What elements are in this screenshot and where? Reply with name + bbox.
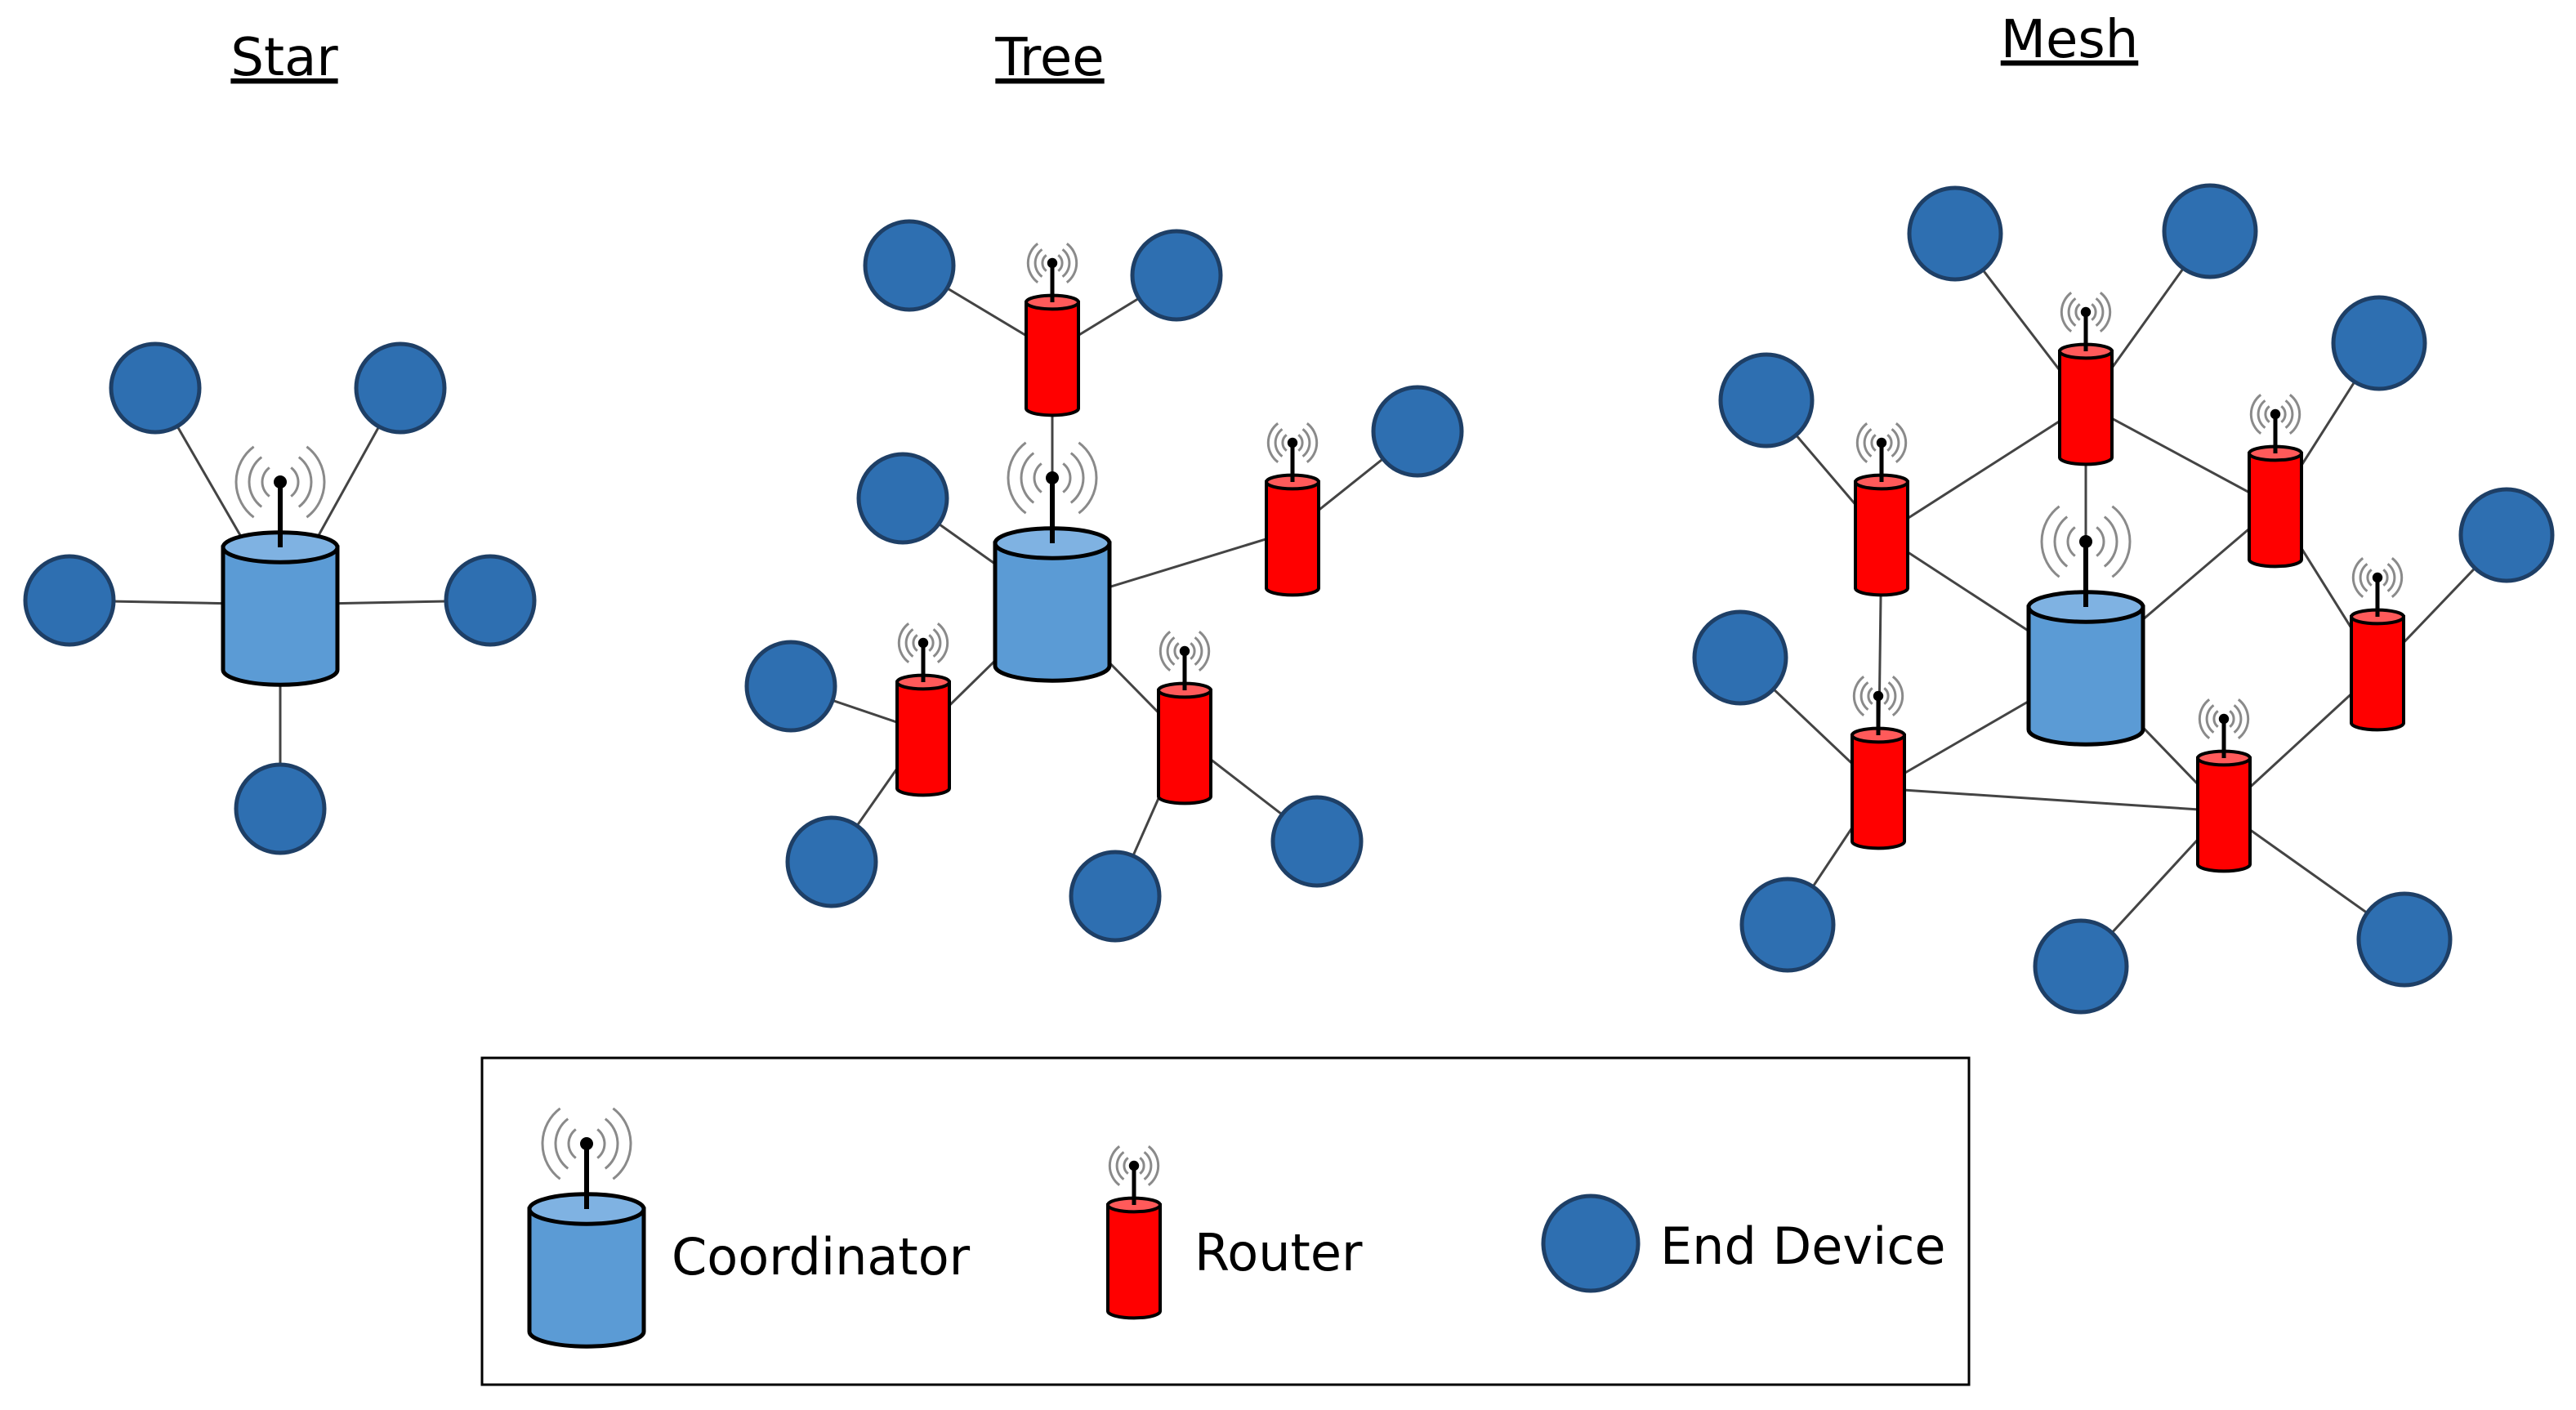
mesh-end-device-icon (2162, 183, 2258, 279)
tree-end-device-icon (1130, 229, 1223, 322)
mesh-end-device-icon (1739, 877, 1836, 973)
mesh-end-device-icon (1718, 352, 1815, 448)
mesh-end-device-icon (2033, 918, 2129, 1015)
tree-coordinator-icon (993, 441, 1112, 683)
mesh-router-icon (2196, 698, 2252, 873)
connection-line (1881, 403, 2087, 537)
mesh-title: Mesh (2001, 10, 2139, 70)
star-title: Star (230, 28, 338, 88)
star-end-device-icon (444, 554, 537, 647)
mesh-router-icon (1851, 676, 1906, 850)
mesh-end-device-icon (2356, 891, 2453, 988)
tree-end-device-icon (1371, 385, 1464, 478)
star-end-device-icon (109, 341, 202, 435)
tree-title: Tree (994, 28, 1104, 88)
mesh-router-icon (2248, 394, 2303, 569)
mesh-end-device-icon (2458, 487, 2555, 583)
star-coordinator-icon (221, 445, 340, 687)
star-end-device-icon (354, 341, 447, 435)
mesh-router-icon (2058, 292, 2114, 466)
legend-box (480, 1056, 1971, 1386)
star-end-device-icon (23, 554, 116, 647)
legend-end-device-label: End Device (1660, 1216, 1946, 1276)
star-end-device-icon (234, 762, 327, 855)
mesh-coordinator-icon (2026, 505, 2145, 747)
tree-end-device-icon (785, 815, 878, 908)
tree-end-device-icon (856, 452, 949, 545)
legend-icons (527, 1107, 1641, 1349)
legend-coordinator-icon (527, 1107, 646, 1349)
tree-end-device-icon (1270, 795, 1364, 888)
tree-end-device-icon (863, 219, 956, 312)
legend-coordinator-label: Coordinator (672, 1227, 971, 1287)
connection-line (1877, 787, 2225, 813)
tree-router-icon (1025, 243, 1080, 417)
connection-line (2085, 403, 2276, 508)
mesh-end-device-icon (1907, 185, 2003, 282)
tree-router-icon (1157, 631, 1212, 805)
legend-router-icon (1106, 1145, 1162, 1320)
legend-router-label: Router (1194, 1223, 1363, 1283)
mesh-router-icon (1854, 422, 1909, 597)
mesh-end-device-icon (1692, 609, 1788, 706)
legend-end-device-icon (1541, 1194, 1641, 1293)
nodes-layer (23, 183, 2555, 1015)
tree-router-icon (895, 622, 951, 797)
tree-router-icon (1265, 422, 1320, 597)
mesh-router-icon (2350, 557, 2405, 732)
mesh-end-device-icon (2331, 295, 2427, 391)
tree-end-device-icon (744, 640, 837, 733)
tree-end-device-icon (1069, 850, 1162, 943)
